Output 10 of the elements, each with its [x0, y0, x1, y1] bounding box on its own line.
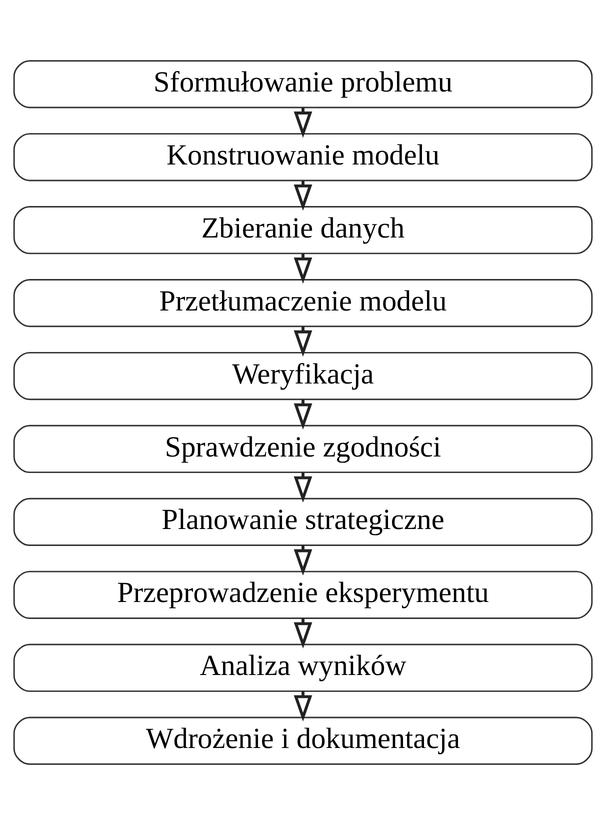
node-box: Planowanie strategiczne [13, 498, 593, 546]
node-box: Sformułowanie problemu [13, 60, 593, 108]
node-box: Analiza wyników [13, 644, 593, 692]
node-box: Przeprowadzenie eksperymentu [13, 570, 593, 619]
node-box: Wdrożenie i dokumentacja [13, 716, 593, 765]
node-box: Przetłumaczenie modelu [13, 278, 593, 328]
node-box: Weryfikacja [13, 352, 593, 400]
node-box: Konstruowanie modelu [13, 133, 593, 182]
node-box: Sprawdzenie zgodności [13, 424, 593, 474]
node-box: Zbieranie danych [13, 206, 593, 254]
